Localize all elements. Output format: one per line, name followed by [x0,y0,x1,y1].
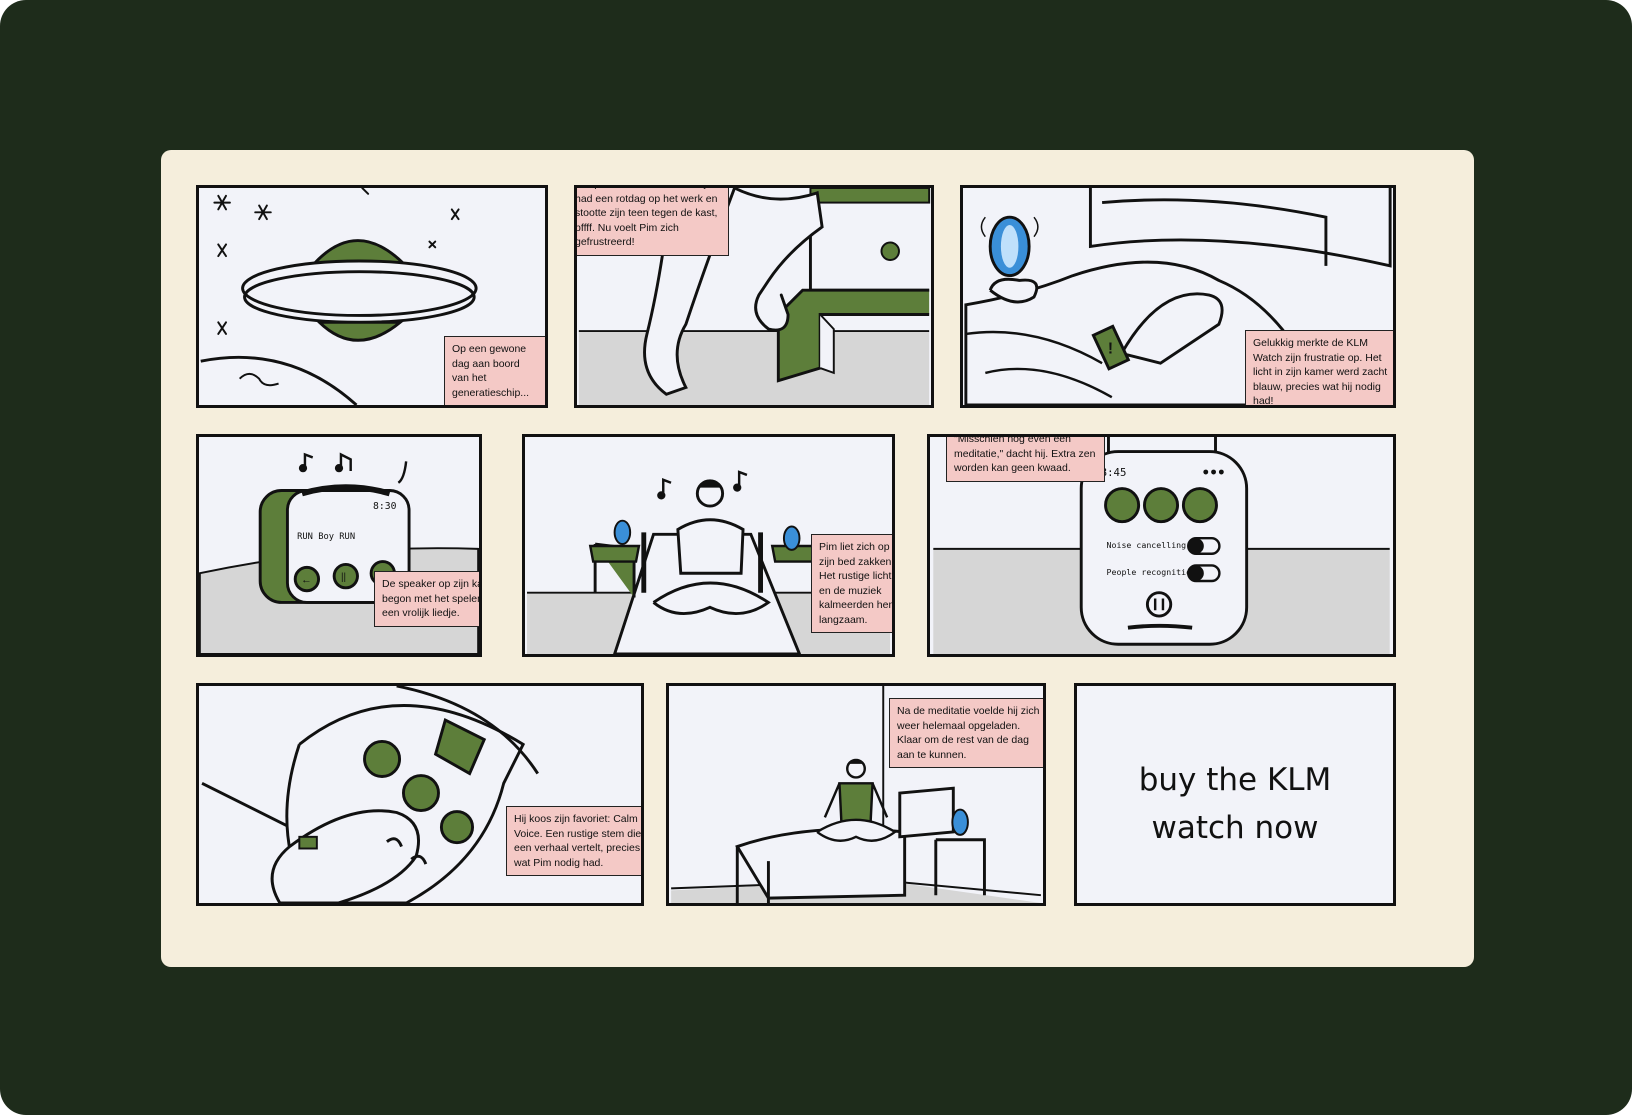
panel-8-caption: Na de meditatie voelde hij zich weer hel… [889,698,1043,768]
panel-2-caption: ...liep alles mis voor Pim. Hij had een … [577,188,729,256]
cta-text: buy the KLM watch now [1077,756,1393,852]
panel-8-recharged: Na de meditatie voelde hij zich weer hel… [666,683,1046,906]
panel-4-speaker: 8:30 RUN Boy RUN ← || De speaker op zijn… [196,434,482,657]
panel-5-meditating-on-bed: Pim liet zich op zijn bed zakken. Het ru… [522,434,895,657]
panel-3-blue-lamp: ! Gelukkig merkte de KLM Watch zijn frus… [960,185,1396,408]
panel-6-caption: "Misschien nog even een meditatie," dach… [946,437,1105,482]
panel-1-caption: Op een gewone dag aan boord van het gene… [444,336,545,405]
storyboard: Op een gewone dag aan boord van het gene… [161,150,1474,967]
spaceship-illustration [200,188,478,405]
finger-on-watch-illustration [201,686,539,903]
svg-text:!: ! [1108,340,1113,357]
cta-line-1: buy the KLM [1138,762,1332,798]
speaker-song: RUN Boy RUN [297,532,355,542]
speaker-time: 8:30 [373,501,397,512]
toggle-people-recognition-label: People recognition [1107,567,1197,577]
cta-line-2: watch now [1151,810,1319,846]
panel-3-caption: Gelukkig merkte de KLM Watch zijn frustr… [1245,330,1393,405]
toggle-noise-cancelling-label: Noise cancelling [1107,540,1187,550]
svg-text:||: || [341,572,346,583]
watch-screen-illustration: 8:45 Noise cancelling People recognition [933,437,1390,654]
panel-6-watch-screen: 8:45 Noise cancelling People recognition… [927,434,1396,657]
panel-5-caption: Pim liet zich op zijn bed zakken. Het ru… [811,534,892,633]
svg-text:←: ← [301,574,312,586]
panel-9-call-to-action: buy the KLM watch now [1074,683,1396,906]
panel-4-caption: De speaker op zijn kamer begon met het s… [374,571,479,627]
recharged-illustration [671,686,1041,903]
panel-1-spaceship: Op een gewone dag aan boord van het gene… [196,185,548,408]
panel-7-choosing-on-watch: Hij koos zijn favoriet: Calm Voice. Een … [196,683,644,906]
panel-2-stubbed-toe: ...liep alles mis voor Pim. Hij had een … [574,185,934,408]
panel-7-caption: Hij koos zijn favoriet: Calm Voice. Een … [506,806,641,876]
watch-time: 8:45 [1101,466,1127,479]
